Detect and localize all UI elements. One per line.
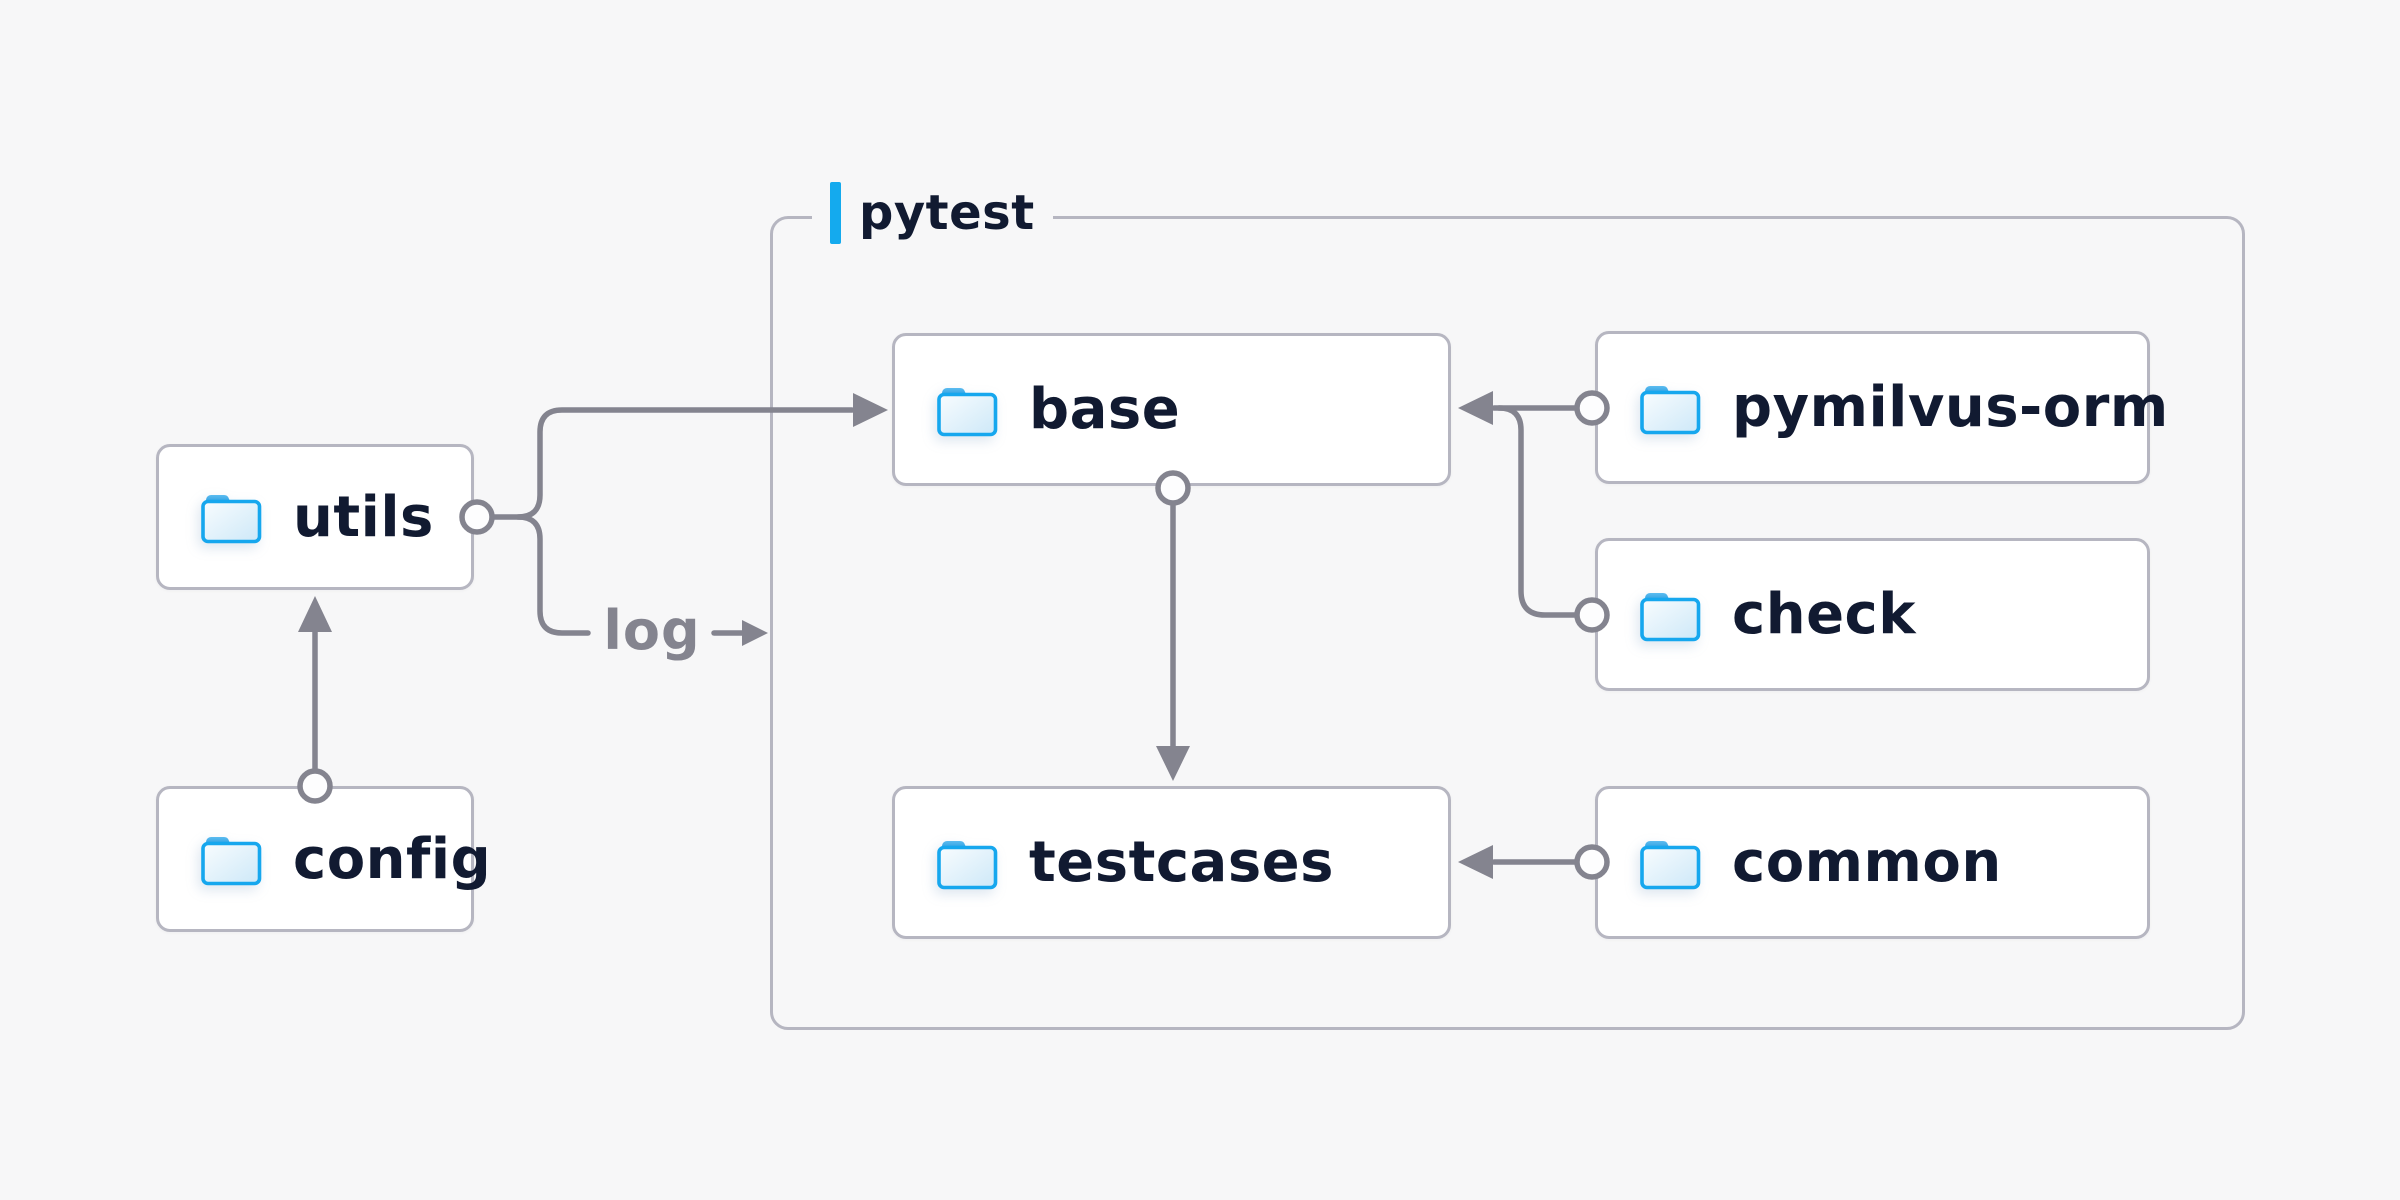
edge-label-log: log: [603, 599, 701, 662]
node-pymilvus-orm-label: pymilvus-orm: [1732, 375, 2169, 440]
pytest-group-label: pytest: [812, 182, 1053, 244]
node-pymilvus-orm[interactable]: pymilvus-orm: [1595, 331, 2168, 484]
folder-icon: [1638, 381, 1702, 435]
node-check[interactable]: check: [1595, 538, 2150, 691]
node-check-label: check: [1732, 582, 1916, 647]
node-utils-label: utils: [293, 484, 434, 550]
pytest-group-title: pytest: [859, 185, 1035, 241]
node-base-label: base: [1029, 377, 1181, 442]
folder-icon: [935, 836, 999, 890]
node-common[interactable]: common: [1595, 786, 2150, 939]
node-testcases[interactable]: testcases: [892, 786, 1451, 939]
node-common-label: common: [1732, 830, 2002, 895]
folder-icon: [1638, 836, 1702, 890]
node-config[interactable]: config: [156, 786, 491, 932]
folder-icon: [935, 383, 999, 437]
node-base[interactable]: base: [892, 333, 1451, 486]
folder-icon: [199, 832, 263, 886]
pytest-group-container: [770, 216, 2245, 1030]
folder-icon: [1638, 588, 1702, 642]
node-config-label: config: [293, 826, 492, 892]
node-utils[interactable]: utils: [156, 444, 474, 590]
folder-icon: [199, 490, 263, 544]
accent-bar: [830, 182, 841, 244]
node-testcases-label: testcases: [1029, 830, 1334, 895]
edge-config-utils: [297, 596, 333, 804]
